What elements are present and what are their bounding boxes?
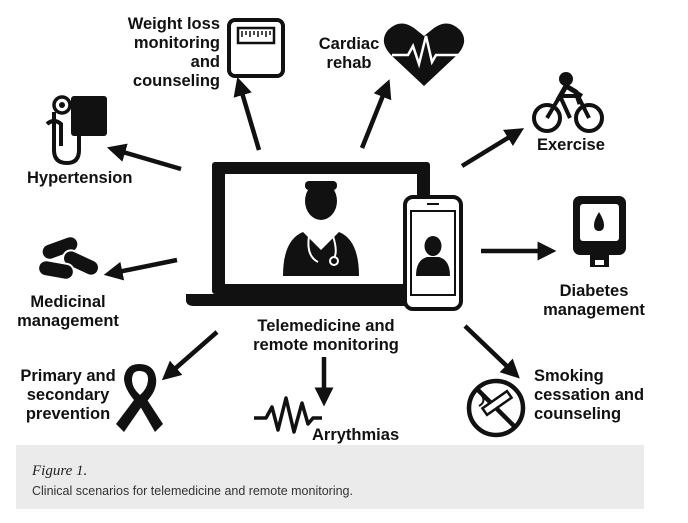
- pills-icon: [37, 235, 100, 281]
- arrow-medicinal: [103, 257, 178, 281]
- scale-icon: [227, 18, 285, 78]
- glucometer-icon: [573, 196, 626, 267]
- center-label: Telemedicine and remote monitoring: [253, 317, 399, 354]
- node-label-exercise: Exercise: [537, 136, 605, 154]
- doctor-icon: [283, 181, 359, 276]
- node-label-hypertension: Hypertension: [27, 169, 133, 187]
- node-label-diabetes: Diabetes management: [543, 282, 645, 319]
- node-label-medicinal: Medicinal management: [17, 293, 119, 330]
- arrow-exercise: [460, 128, 525, 168]
- arrow-cardiac: [359, 79, 392, 149]
- arrows: [103, 76, 557, 407]
- arrow-hypertension: [106, 143, 182, 172]
- arrow-weight: [233, 76, 262, 151]
- caption-title: Figure 1.: [32, 463, 88, 479]
- caption-text: Clinical scenarios for telemedicine and …: [32, 484, 353, 498]
- arrow-prevention: [161, 330, 219, 381]
- heart-ecg-icon: [383, 23, 465, 86]
- cyclist-icon: [532, 72, 604, 133]
- blood-pressure-monitor-icon: [45, 95, 107, 166]
- ecg-wave-icon: [254, 396, 322, 434]
- node-label-prevention: Primary and secondary prevention: [20, 367, 116, 423]
- figure-caption: Figure 1. Clinical scenarios for telemed…: [16, 445, 644, 509]
- node-label-cardiac: Cardiac rehab: [318, 35, 380, 72]
- diagram-canvas: [37, 18, 626, 438]
- no-smoking-icon: [466, 378, 526, 438]
- node-label-arrythmias: Arrythmias: [312, 426, 400, 444]
- node-label-weight: Weight loss monitoring and counseling: [127, 15, 220, 90]
- arrow-smoking: [463, 324, 520, 379]
- node-label-smoking: Smoking cessation and counseling: [534, 367, 645, 423]
- awareness-ribbon-icon: [116, 364, 163, 432]
- smartphone-icon: [403, 195, 463, 311]
- laptop-icon: [186, 162, 455, 306]
